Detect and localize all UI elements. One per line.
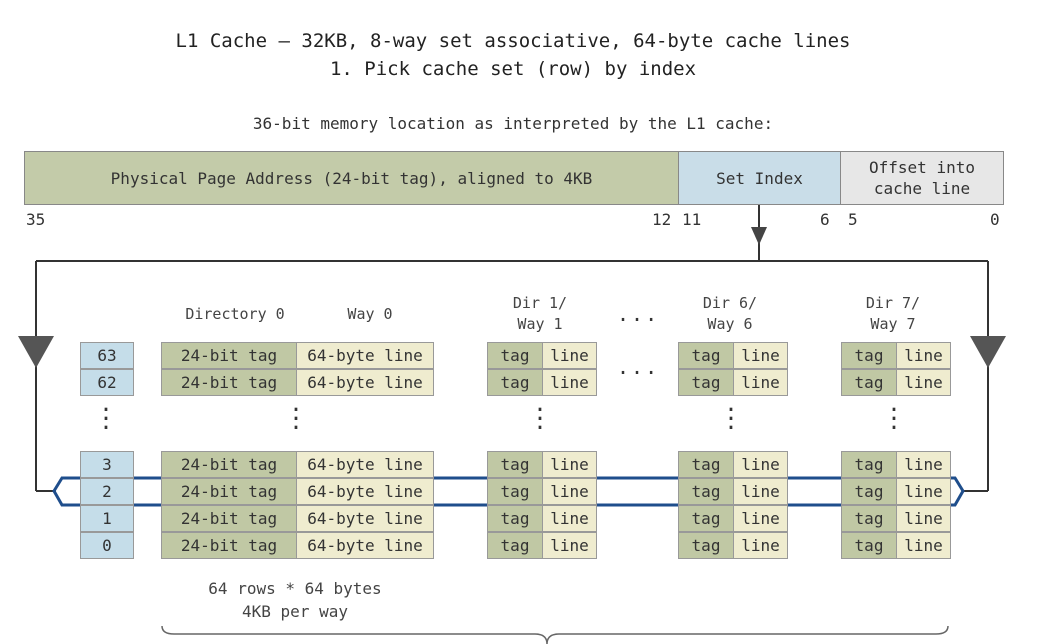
- way0-tag-63: 24-bit tag: [161, 342, 297, 369]
- vertical-ellipsis: · · ·: [99, 398, 113, 441]
- offset-field: Offset into cache line: [840, 151, 1004, 205]
- way0-line-62: 64-byte line: [296, 369, 434, 396]
- header-way-0: Way 0: [347, 305, 393, 323]
- way0-tag-1: 24-bit tag: [161, 505, 297, 532]
- bit-11: 11: [682, 210, 702, 229]
- way7-tag-1: tag: [841, 505, 897, 532]
- way1-tag-0: tag: [487, 532, 543, 559]
- header-ellipsis: ...: [617, 302, 660, 326]
- way1-line-63: line: [542, 342, 597, 369]
- way6-tag-2: tag: [678, 478, 734, 505]
- way7-line-63: line: [896, 342, 951, 369]
- bit-6: 6: [820, 210, 830, 229]
- vertical-ellipsis: · · ·: [533, 398, 547, 441]
- way1-tag-63: tag: [487, 342, 543, 369]
- diagram-subtitle: 1. Pick cache set (row) by index: [329, 58, 697, 80]
- way7-line-1: line: [896, 505, 951, 532]
- way6-tag-3: tag: [678, 451, 734, 478]
- way7-tag-3: tag: [841, 451, 897, 478]
- bit-12: 12: [652, 210, 672, 229]
- tag-field: Physical Page Address (24-bit tag), alig…: [24, 151, 679, 205]
- set-index-1: 1: [80, 505, 134, 532]
- way7-tag-62: tag: [841, 369, 897, 396]
- bottom-brace: [161, 625, 949, 644]
- way0-tag-0: 24-bit tag: [161, 532, 297, 559]
- way1-tag-2: tag: [487, 478, 543, 505]
- set-index-3: 3: [80, 451, 134, 478]
- left-arrow: [18, 336, 54, 368]
- header-dir-1: Dir 1/ Way 1: [512, 294, 568, 333]
- way7-line-2: line: [896, 478, 951, 505]
- footer-line-1: 64 rows * 64 bytes: [208, 579, 382, 598]
- way0-tag-3: 24-bit tag: [161, 451, 297, 478]
- way6-line-62: line: [733, 369, 788, 396]
- way6-line-0: line: [733, 532, 788, 559]
- header-dir-7: Dir 7/ Way 7: [865, 294, 921, 333]
- vertical-ellipsis: · · ·: [724, 398, 738, 441]
- way0-line-1: 64-byte line: [296, 505, 434, 532]
- way1-tag-62: tag: [487, 369, 543, 396]
- set-index-arrow: [751, 227, 767, 245]
- set-index-field: Set Index: [678, 151, 841, 205]
- way6-tag-0: tag: [678, 532, 734, 559]
- way7-line-0: line: [896, 532, 951, 559]
- way7-line-62: line: [896, 369, 951, 396]
- bit-0: 0: [990, 210, 1000, 229]
- way1-line-2: line: [542, 478, 597, 505]
- way0-line-0: 64-byte line: [296, 532, 434, 559]
- way7-tag-0: tag: [841, 532, 897, 559]
- way6-line-1: line: [733, 505, 788, 532]
- way0-line-3: 64-byte line: [296, 451, 434, 478]
- header-dir-6: Dir 6/ Way 6: [702, 294, 758, 333]
- row-ellipsis: ...: [617, 355, 660, 379]
- way0-tag-2: 24-bit tag: [161, 478, 297, 505]
- way7-line-3: line: [896, 451, 951, 478]
- way0-line-63: 64-byte line: [296, 342, 434, 369]
- bit-5: 5: [848, 210, 858, 229]
- address-caption: 36-bit memory location as interpreted by…: [252, 114, 774, 133]
- way6-line-3: line: [733, 451, 788, 478]
- way1-tag-1: tag: [487, 505, 543, 532]
- set-index-62: 62: [80, 369, 134, 396]
- set-index-0: 0: [80, 532, 134, 559]
- header-directory-0: Directory 0: [185, 305, 285, 323]
- way7-tag-2: tag: [841, 478, 897, 505]
- way1-line-62: line: [542, 369, 597, 396]
- vertical-ellipsis: · · ·: [887, 398, 901, 441]
- diagram-title: L1 Cache – 32KB, 8-way set associative, …: [175, 30, 851, 52]
- vertical-ellipsis: · · ·: [289, 398, 303, 441]
- way6-line-63: line: [733, 342, 788, 369]
- way6-tag-63: tag: [678, 342, 734, 369]
- way7-tag-63: tag: [841, 342, 897, 369]
- footer-line-2: 4KB per way: [242, 602, 348, 621]
- way1-line-0: line: [542, 532, 597, 559]
- bit-35: 35: [26, 210, 46, 229]
- set-index-63: 63: [80, 342, 134, 369]
- way6-line-2: line: [733, 478, 788, 505]
- way6-tag-1: tag: [678, 505, 734, 532]
- way6-tag-62: tag: [678, 369, 734, 396]
- way1-line-3: line: [542, 451, 597, 478]
- set-index-2: 2: [80, 478, 134, 505]
- way0-tag-62: 24-bit tag: [161, 369, 297, 396]
- selected-set-highlight: [52, 476, 965, 507]
- way1-tag-3: tag: [487, 451, 543, 478]
- way0-line-2: 64-byte line: [296, 478, 434, 505]
- right-arrow: [970, 336, 1006, 368]
- way1-line-1: line: [542, 505, 597, 532]
